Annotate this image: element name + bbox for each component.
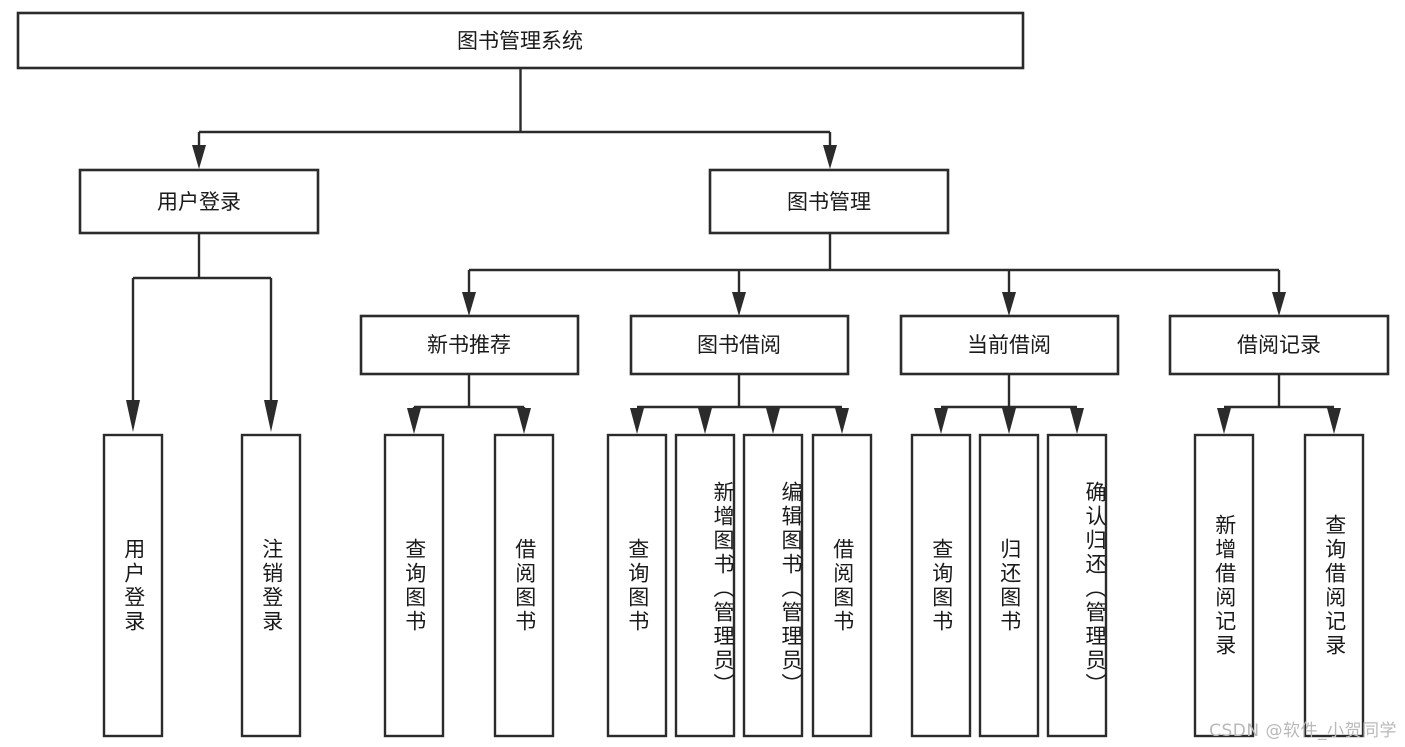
leaf-box-user-login-2[interactable] — [240, 433, 302, 738]
node-box-new-book-recommend[interactable] — [359, 314, 580, 376]
arrow-borrowrecord-leaf-1 — [1217, 408, 1231, 434]
leaf-box-book-borrow-4[interactable] — [811, 433, 873, 738]
arrow-borrowrecord-leaf-2 — [1327, 408, 1341, 434]
csdn-watermark: CSDN @软件_小贺同学 — [1209, 721, 1397, 741]
connector-layer — [126, 68, 1341, 434]
arrow-to-book-mgmt — [823, 145, 837, 169]
node-label-new-book-recommend: 新书推荐 — [427, 333, 511, 357]
arrow-userlogin-leaf-1 — [126, 400, 140, 432]
leaf-box-user-login-1[interactable] — [102, 433, 164, 738]
leaf-box-current-borrow-1[interactable] — [910, 433, 972, 738]
node-box-book-borrow[interactable] — [629, 314, 850, 376]
node-label-current-borrow: 当前借阅 — [967, 333, 1051, 357]
node-box-current-borrow[interactable] — [899, 314, 1120, 376]
node-label-book-management: 图书管理 — [787, 190, 871, 214]
arrow-currentborrow-leaf-2 — [1002, 408, 1016, 434]
node-label-book-borrow: 图书借阅 — [697, 333, 781, 357]
arrow-bookborrow-leaf-3 — [766, 408, 780, 434]
arrow-to-book-borrow — [732, 292, 746, 316]
arrow-currentborrow-leaf-1 — [934, 408, 948, 434]
leaf-box-book-borrow-3[interactable] — [742, 433, 804, 738]
node-label-root: 图书管理系统 — [457, 29, 583, 53]
leaf-box-current-borrow-2[interactable] — [978, 433, 1040, 738]
node-label-user-login: 用户登录 — [157, 190, 241, 214]
node-layer — [16, 11, 1390, 738]
leaf-box-current-borrow-3[interactable] — [1046, 433, 1108, 738]
node-label-layer: 图书管理系统 用户登录 图书管理 新书推荐 图书借阅 当前借阅 借阅记录 — [157, 29, 1321, 357]
node-box-borrow-record[interactable] — [1168, 314, 1390, 376]
arrow-newbook-leaf-1 — [407, 408, 421, 434]
node-box-user-login[interactable] — [78, 168, 320, 235]
arrow-newbook-leaf-2 — [517, 408, 531, 434]
arrow-currentborrow-leaf-3 — [1070, 408, 1084, 434]
arrow-userlogin-leaf-2 — [264, 400, 278, 432]
arrow-to-user-login — [192, 145, 206, 169]
leaf-box-borrow-record-2[interactable] — [1303, 433, 1365, 738]
node-box-book-management[interactable] — [708, 168, 950, 235]
leaf-box-book-borrow-1[interactable] — [606, 433, 668, 738]
leaf-box-new-book-2[interactable] — [493, 433, 555, 738]
node-label-borrow-record: 借阅记录 — [1237, 333, 1321, 357]
arrow-to-current-borrow — [1002, 292, 1016, 316]
arrow-to-new-book — [462, 292, 476, 316]
leaf-box-new-book-1[interactable] — [383, 433, 445, 738]
leaf-box-book-borrow-2[interactable] — [674, 433, 736, 738]
node-box-root[interactable] — [16, 11, 1025, 70]
arrow-bookborrow-leaf-1 — [630, 408, 644, 434]
arrow-bookborrow-leaf-2 — [698, 408, 712, 434]
arrow-to-borrow-record — [1272, 292, 1286, 316]
leaf-box-borrow-record-1[interactable] — [1193, 433, 1255, 738]
arrow-bookborrow-leaf-4 — [835, 408, 849, 434]
